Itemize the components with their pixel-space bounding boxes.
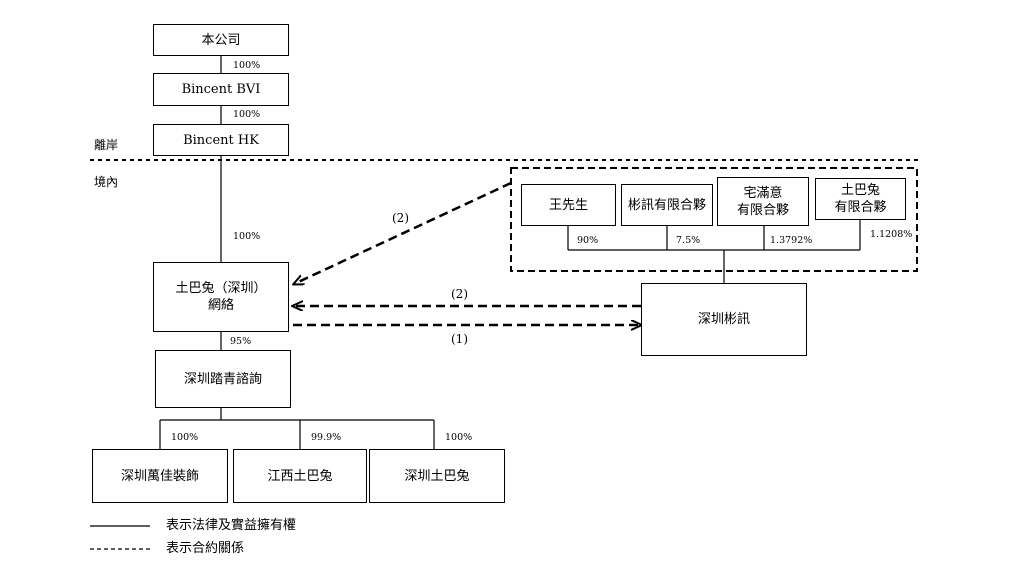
- node-shenzhen-tubatu: 深圳土巴兔: [369, 449, 505, 503]
- node-tubatu-lp: 土巴兔 有限合夥: [815, 178, 906, 220]
- pct-bvi-hk: 100%: [233, 109, 261, 120]
- node-mr-wang: 王先生: [521, 184, 616, 226]
- node-jiangxi-tubatu-label: 江西土巴兔: [267, 468, 333, 484]
- node-tubatu-network: 土巴兔（深圳） 網絡: [153, 262, 289, 332]
- contract-arrow-top: [294, 181, 512, 284]
- node-bincent-bvi-label: Bincent BVI: [181, 82, 261, 97]
- node-shenzhen-tubatu-label: 深圳土巴兔: [404, 468, 470, 484]
- node-bincent-bvi: Bincent BVI: [153, 73, 289, 106]
- node-binxun-lp: 彬訊有限合夥: [621, 184, 713, 226]
- pct-network-taqing: 95%: [230, 336, 252, 347]
- node-shenzhen-binxun-label: 深圳彬訊: [697, 312, 750, 327]
- legend-dashed-text: 表示合約關係: [166, 541, 245, 556]
- node-jiangxi-tubatu: 江西土巴兔: [233, 449, 367, 503]
- node-binxun-lp-label: 彬訊有限合夥: [627, 197, 706, 213]
- node-mr-wang-label: 王先生: [548, 197, 588, 213]
- node-tubatu-network-line2: 網絡: [207, 298, 234, 313]
- pct-zhaimanyi: 1.3792%: [770, 235, 813, 246]
- pct-hk-network: 100%: [233, 231, 261, 242]
- contract-label-bottom: (1): [451, 332, 468, 346]
- node-tubatu-lp-line2: 有限合夥: [834, 200, 887, 215]
- shareholders-group-border: [510, 167, 918, 272]
- node-shenzhen-wanjia-label: 深圳萬佳裝飾: [120, 468, 199, 484]
- node-zhaimanyi-lp: 宅滿意 有限合夥: [717, 177, 809, 226]
- node-bincent-hk-label: Bincent HK: [183, 132, 259, 148]
- pct-company-bvi: 100%: [233, 60, 261, 71]
- region-offshore-label: 離岸: [94, 138, 119, 152]
- node-zhaimanyi-line2: 有限合夥: [736, 202, 789, 218]
- pct-tubatu-lp: 1.1208%: [870, 229, 913, 240]
- node-shenzhen-taqing: 深圳踏青諮詢: [155, 350, 291, 408]
- node-tubatu-lp-line1: 土巴兔: [840, 183, 880, 198]
- pct-taqing-jiangxi: 99.9%: [311, 432, 342, 443]
- node-company: 本公司: [153, 24, 289, 56]
- contract-label-top: (2): [392, 211, 409, 225]
- node-company-label: 本公司: [201, 32, 241, 48]
- node-bincent-hk: Bincent HK: [153, 124, 289, 156]
- pct-wang: 90%: [577, 235, 599, 246]
- pct-taqing-wanjia: 100%: [171, 432, 199, 443]
- legend-solid-text: 表示法律及實益擁有權: [166, 518, 297, 533]
- pct-binxun-lp: 7.5%: [676, 235, 701, 246]
- node-shenzhen-binxun: 深圳彬訊: [641, 283, 807, 356]
- contract-label-middle: (2): [451, 287, 468, 301]
- pct-taqing-shenzhen-tubatu: 100%: [445, 432, 473, 443]
- node-zhaimanyi-line1: 宅滿意: [743, 185, 783, 201]
- node-tubatu-network-line1: 土巴兔（深圳）: [175, 281, 267, 296]
- node-shenzhen-taqing-label: 深圳踏青諮詢: [183, 371, 262, 387]
- node-shenzhen-wanjia: 深圳萬佳裝飾: [92, 449, 228, 503]
- region-onshore-label: 境內: [94, 175, 119, 189]
